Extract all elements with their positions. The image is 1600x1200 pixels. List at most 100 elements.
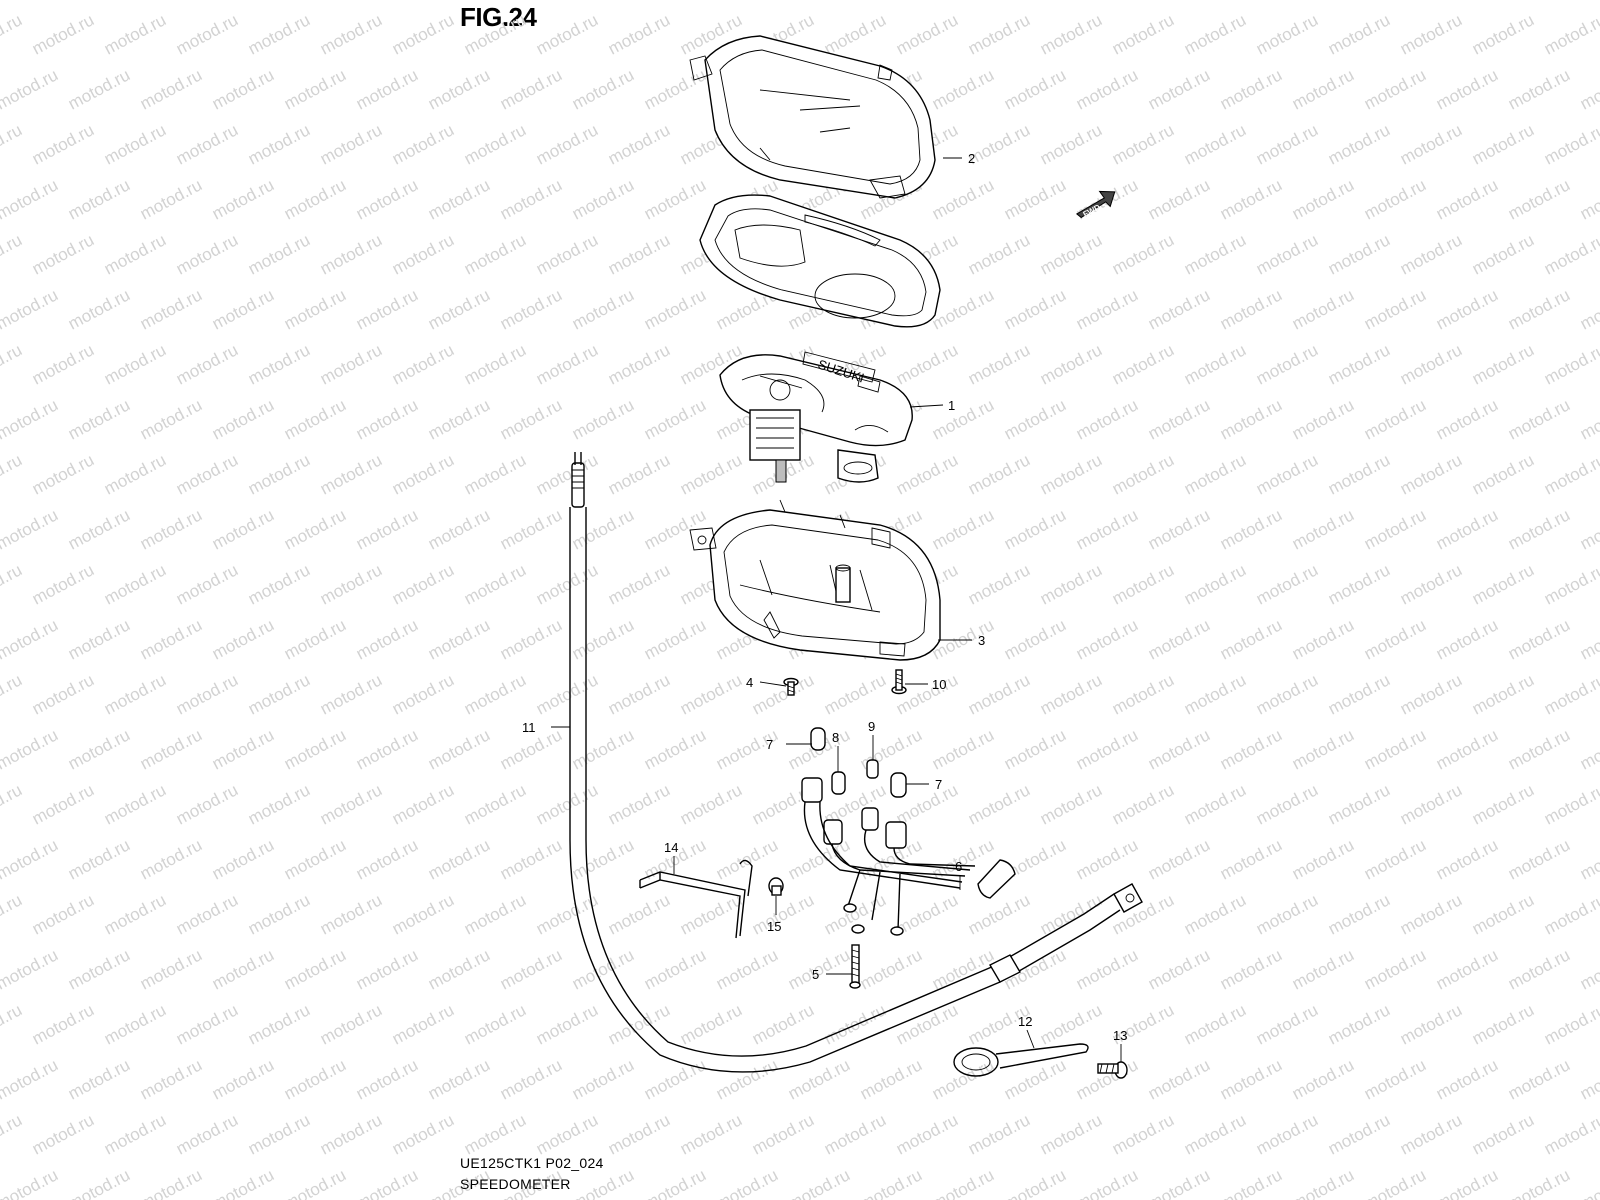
watermark-text: motod.ru xyxy=(893,10,961,58)
watermark-text: motod.ru xyxy=(1253,780,1321,828)
watermark-text: motod.ru xyxy=(353,65,421,113)
watermark-text: motod.ru xyxy=(425,505,493,553)
watermark-text: motod.ru xyxy=(1433,835,1501,883)
watermark-text: motod.ru xyxy=(1217,0,1285,4)
watermark-text: motod.ru xyxy=(893,1000,961,1048)
watermark-text: motod.ru xyxy=(1541,10,1600,58)
watermark-text: motod.ru xyxy=(137,615,205,663)
watermark-text: motod.ru xyxy=(533,560,601,608)
watermark-text: motod.ru xyxy=(353,1055,421,1103)
watermark-text: motod.ru xyxy=(389,230,457,278)
watermark-text: motod.ru xyxy=(1577,1165,1600,1200)
watermark-text: motod.ru xyxy=(1397,120,1465,168)
watermark-text: motod.ru xyxy=(1577,945,1600,993)
watermark-text: motod.ru xyxy=(65,835,133,883)
watermark-text: motod.ru xyxy=(101,1110,169,1158)
watermark-text: motod.ru xyxy=(209,505,277,553)
watermark-text: motod.ru xyxy=(713,945,781,993)
callout-2: 2 xyxy=(968,151,975,166)
callout-5: 5 xyxy=(812,967,819,982)
watermark-text: motod.ru xyxy=(281,1165,349,1200)
watermark-text: motod.ru xyxy=(641,615,709,663)
watermark-text: motod.ru xyxy=(173,560,241,608)
part-bulb-8 xyxy=(831,771,846,795)
watermark-text: motod.ru xyxy=(137,0,205,4)
watermark-text: motod.ru xyxy=(0,780,25,828)
watermark-text: motod.ru xyxy=(533,10,601,58)
watermark-text: motod.ru xyxy=(65,1055,133,1103)
watermark-text: motod.ru xyxy=(1109,1110,1177,1158)
watermark-text: motod.ru xyxy=(569,1055,637,1103)
watermark-text: motod.ru xyxy=(1181,780,1249,828)
watermark-text: motod.ru xyxy=(1037,1000,1105,1048)
watermark-text: motod.ru xyxy=(569,285,637,333)
watermark-text: motod.ru xyxy=(101,450,169,498)
part-bulb-7-left xyxy=(810,727,826,751)
watermark-text: motod.ru xyxy=(245,120,313,168)
watermark-text: motod.ru xyxy=(461,1110,529,1158)
part-meter-assembly xyxy=(719,351,913,483)
watermark-text: motod.ru xyxy=(0,1165,61,1200)
watermark-text: motod.ru xyxy=(497,395,565,443)
watermark-text: motod.ru xyxy=(137,945,205,993)
watermark-text: motod.ru xyxy=(1001,725,1069,773)
watermark-text: motod.ru xyxy=(209,1165,277,1200)
watermark-text: motod.ru xyxy=(1361,285,1429,333)
watermark-text: motod.ru xyxy=(281,65,349,113)
watermark-text: motod.ru xyxy=(317,560,385,608)
watermark-text: motod.ru xyxy=(1325,670,1393,718)
watermark-text: motod.ru xyxy=(173,10,241,58)
watermark-text: motod.ru xyxy=(1433,65,1501,113)
watermark-text: motod.ru xyxy=(209,945,277,993)
watermark-text: motod.ru xyxy=(929,395,997,443)
watermark-text: motod.ru xyxy=(497,65,565,113)
watermark-text: motod.ru xyxy=(209,725,277,773)
watermark-text: motod.ru xyxy=(605,1000,673,1048)
figure-name: SPEEDOMETER xyxy=(460,1176,571,1192)
watermark-text: motod.ru xyxy=(65,615,133,663)
watermark-text: motod.ru xyxy=(209,0,277,4)
watermark-text: motod.ru xyxy=(1397,450,1465,498)
watermark-text: motod.ru xyxy=(1073,835,1141,883)
watermark-text: motod.ru xyxy=(281,945,349,993)
watermark-text: motod.ru xyxy=(137,505,205,553)
watermark-text: motod.ru xyxy=(1217,395,1285,443)
watermark-text: motod.ru xyxy=(677,780,745,828)
watermark-text: motod.ru xyxy=(101,230,169,278)
watermark-text: motod.ru xyxy=(641,285,709,333)
watermark-text: motod.ru xyxy=(1397,670,1465,718)
part-clamp-12 xyxy=(953,1043,1089,1077)
watermark-text: motod.ru xyxy=(0,1000,25,1048)
part-speedometer-cable xyxy=(569,452,1143,1073)
watermark-text: motod.ru xyxy=(425,65,493,113)
watermark-text: motod.ru xyxy=(29,340,97,388)
callout-3: 3 xyxy=(978,633,985,648)
watermark-text: motod.ru xyxy=(137,1055,205,1103)
watermark-text: motod.ru xyxy=(497,285,565,333)
watermark-text: motod.ru xyxy=(1073,1055,1141,1103)
watermark-text: motod.ru xyxy=(1073,1165,1141,1200)
watermark-text: motod.ru xyxy=(1541,230,1600,278)
watermark-text: motod.ru xyxy=(1289,615,1357,663)
callout-numbers: 2 1 3 4 10 11 7 8 9 7 6 14 15 5 12 13 xyxy=(522,151,1127,1043)
watermark-text: motod.ru xyxy=(677,450,745,498)
watermark-text: motod.ru xyxy=(461,10,529,58)
watermark-text: motod.ru xyxy=(1505,285,1573,333)
watermark-text: motod.ru xyxy=(1433,945,1501,993)
watermark-text: motod.ru xyxy=(1505,945,1573,993)
watermark-text: motod.ru xyxy=(281,505,349,553)
watermark-text: motod.ru xyxy=(353,615,421,663)
watermark-text: motod.ru xyxy=(821,10,889,58)
watermark-text: motod.ru xyxy=(605,1110,673,1158)
watermark-text: motod.ru xyxy=(353,835,421,883)
watermark-text: motod.ru xyxy=(533,230,601,278)
watermark-text: motod.ru xyxy=(1433,615,1501,663)
watermark-text: motod.ru xyxy=(965,1110,1033,1158)
watermark-text: motod.ru xyxy=(245,10,313,58)
watermark-text: motod.ru xyxy=(893,450,961,498)
watermark-text: motod.ru xyxy=(497,0,565,4)
watermark-text: motod.ru xyxy=(605,340,673,388)
watermark-text: motod.ru xyxy=(29,1110,97,1158)
watermark-text: motod.ru xyxy=(1361,505,1429,553)
watermark-text: motod.ru xyxy=(1181,1110,1249,1158)
